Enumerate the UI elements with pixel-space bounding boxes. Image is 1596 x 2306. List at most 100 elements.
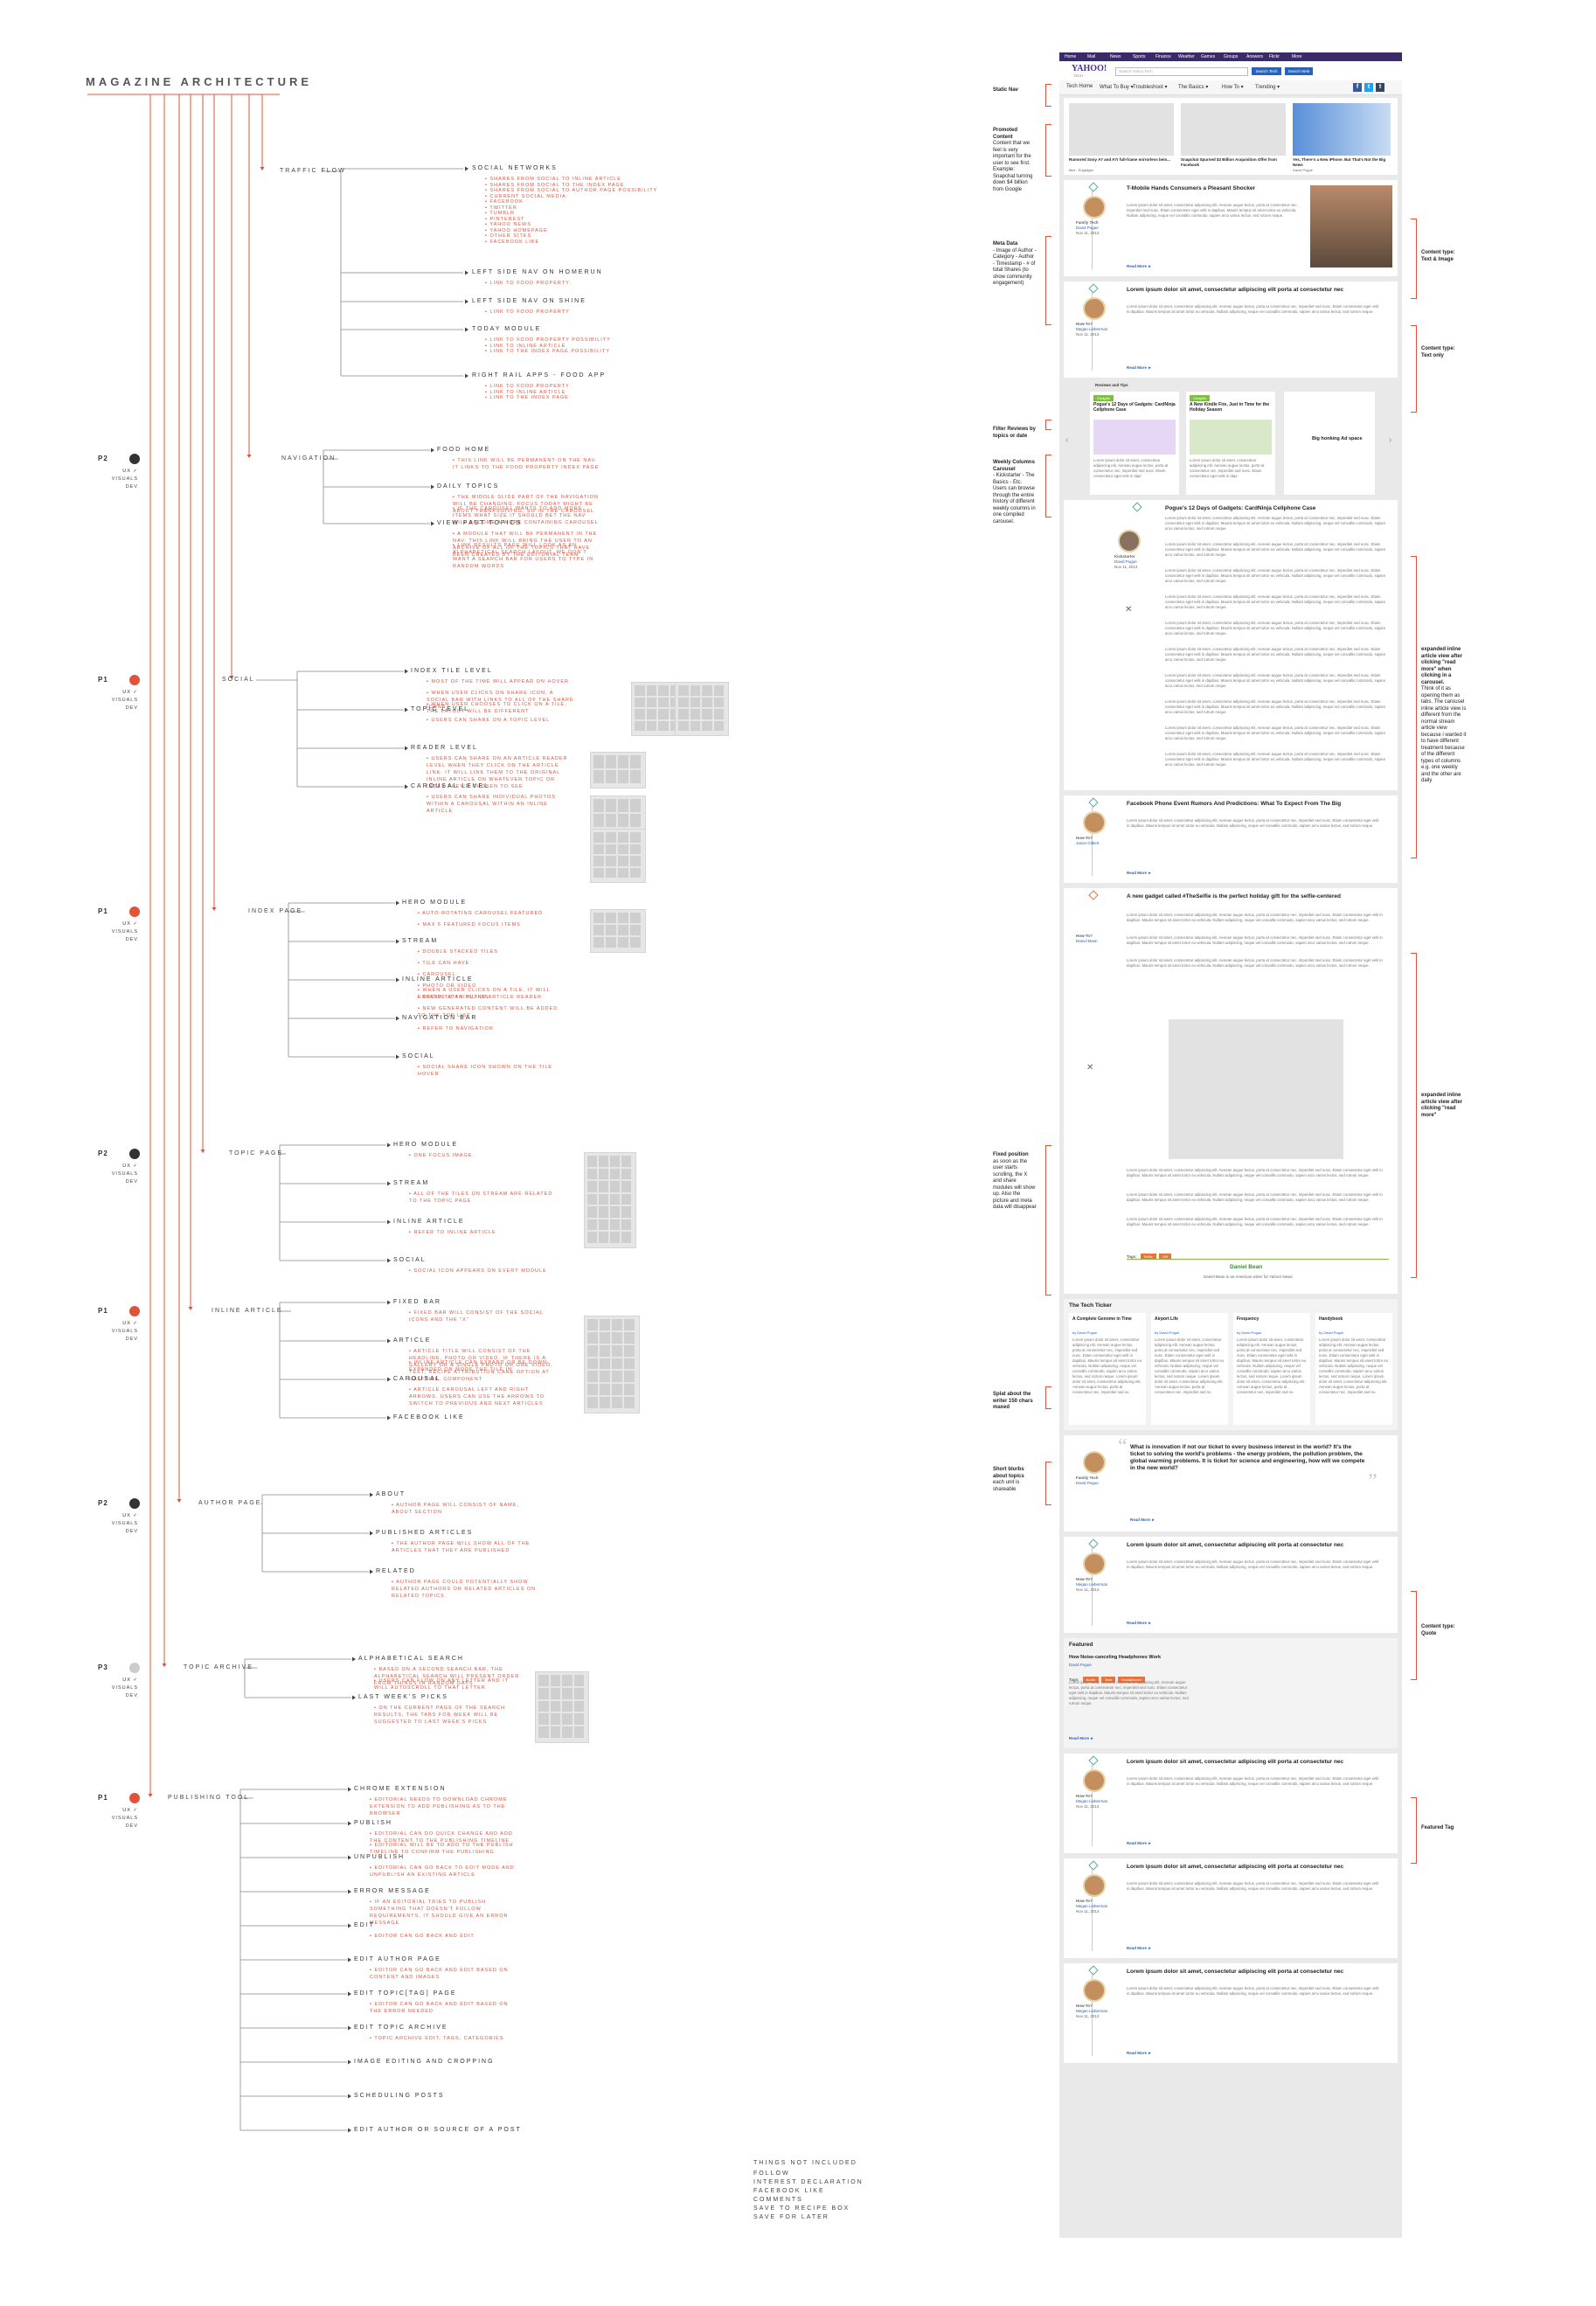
priority-label: P1 [98, 907, 108, 915]
reviews-label: Reviews and Tips [1095, 383, 1128, 387]
tag-chip[interactable]: Headphones [1118, 1677, 1146, 1683]
close-icon[interactable]: ✕ [1086, 1063, 1094, 1073]
nav-item[interactable]: The Basics ▾ [1178, 85, 1209, 90]
topbar-link[interactable]: News [1110, 54, 1121, 59]
section-arrow [188, 1307, 193, 1310]
node-label: LAST WEEK'S PICKS [358, 1694, 448, 1700]
wireframe-cell [587, 1156, 597, 1167]
annotation-title: Static Nav [993, 87, 1019, 93]
review-badge: Gadgets [1093, 395, 1114, 401]
topbar-link[interactable]: Home [1065, 54, 1077, 59]
read-more-link[interactable]: Read More ► [1127, 264, 1152, 268]
annotation-title: Promoted Content [993, 128, 1018, 140]
tag-chip[interactable]: Tech [1100, 1677, 1116, 1683]
read-more-link[interactable]: Read More ► [1130, 1518, 1155, 1522]
node-arrow [348, 1787, 351, 1792]
annotation-bracket [1045, 420, 1051, 430]
read-more-link[interactable]: Read More ► [1127, 1621, 1152, 1625]
author-avatar [1083, 811, 1106, 834]
search-web-button[interactable]: Search Web [1285, 67, 1313, 75]
wireframe-cell [600, 1331, 610, 1344]
wireframe-cell [600, 1358, 610, 1370]
promo-image [1181, 103, 1286, 156]
facebook-icon[interactable]: f [1353, 83, 1362, 92]
node-label: IMAGE EDITING AND CROPPING [354, 2059, 495, 2065]
not-included-title: THINGS NOT INCLUDED [753, 2160, 857, 2166]
tag-chip[interactable]: Selfie [1140, 1254, 1156, 1260]
wireframe-cell [612, 1371, 622, 1383]
wireframe-cell [573, 1700, 584, 1712]
wireframe-cell [630, 913, 641, 923]
timeline-diamond [1132, 502, 1142, 512]
carousel-next-icon[interactable]: › [1389, 435, 1392, 445]
annotation-text: Content that we feel is very important f… [993, 141, 1033, 192]
story-date: Nov 11, 2013 [1114, 565, 1138, 569]
wireframe-cell [606, 755, 616, 768]
search-input[interactable]: Search Yahoo Tech [1115, 67, 1248, 76]
read-more-link[interactable]: Read More ► [1127, 1841, 1152, 1845]
topbar-link[interactable]: Mail [1087, 54, 1096, 59]
topbar-link[interactable]: Finance [1155, 54, 1171, 59]
traffic-node-detail: ▪ YAHOO NEWS [485, 222, 531, 227]
close-quote-icon: ” [1368, 1470, 1377, 1493]
topbar-link[interactable]: Answers [1246, 54, 1264, 59]
yahoo-topbar: Home Mail News Sports Finance Weather Games Gro… [1059, 52, 1402, 61]
nav-item[interactable]: Trending ▾ [1255, 85, 1280, 90]
node-detail: ▪ AUTHOR PAGE WILL CONSIST OF NAME, ABOU… [392, 1503, 519, 1515]
ticker-item-by: by David Pogue [1072, 1330, 1098, 1335]
traffic-node-label: LEFT SIDE NAV ON HOMERUN [472, 269, 603, 275]
tag-chip[interactable]: Gift [1158, 1254, 1171, 1260]
hero-module-wireframe [590, 909, 646, 953]
nav-item[interactable]: What To Buy ▾ [1100, 85, 1134, 90]
wireframe-cell [587, 1193, 597, 1205]
author-avatar [1083, 196, 1106, 219]
timeline-diamond [1088, 1538, 1099, 1549]
expanded-body: Lorem ipsum dolor sit amet, consectetur … [1165, 568, 1386, 583]
nav-item[interactable]: Troubleshoot ▾ [1133, 85, 1168, 90]
tag-chip[interactable]: Audio [1082, 1677, 1099, 1683]
node-detail: ▪ DOUBLE STACKED TILES [418, 949, 498, 955]
topbar-link[interactable]: More [1292, 54, 1302, 59]
close-icon[interactable]: ✕ [1125, 605, 1133, 615]
section-arrow [148, 1794, 153, 1797]
node-detail: ▪ ARTICLE TITLE WILL CONSIST OF THE HEAD… [409, 1349, 553, 1382]
topbar-link[interactable]: Games [1201, 54, 1216, 59]
selfie-title: A new gadget called #TheSelfie is the pe… [1127, 893, 1342, 899]
carousel-prev-icon[interactable]: ‹ [1065, 435, 1069, 445]
wireframe-cell [621, 1193, 631, 1205]
uvd-item: UX ✓ [122, 469, 138, 474]
read-more-link[interactable]: Read More ► [1127, 1946, 1152, 1950]
read-more-link[interactable]: Read More ► [1127, 871, 1152, 875]
nav-item[interactable]: Tech Home [1066, 84, 1093, 89]
twitter-icon[interactable]: t [1364, 83, 1373, 92]
node-label: INLINE ARTICLE [402, 976, 474, 983]
annotation-title: Content type: Text & Image [1421, 250, 1455, 262]
read-more-link[interactable]: Read More ► [1127, 365, 1152, 370]
tumblr-icon[interactable]: t [1376, 83, 1384, 92]
topbar-link[interactable]: Sports [1133, 54, 1146, 59]
topbar-link[interactable]: Groups [1224, 54, 1239, 59]
timeline-line [1092, 1764, 1093, 1846]
node-arrow [370, 1531, 373, 1536]
search-tech-button[interactable]: Search Tech [1252, 67, 1281, 75]
topbar-link[interactable]: Weather [1178, 54, 1195, 59]
promo-meta: Bird · Engadget [1069, 168, 1093, 172]
nav-item[interactable]: How To ▾ [1222, 85, 1244, 90]
ticker-item-title: Handybook [1319, 1316, 1343, 1322]
topbar-link[interactable]: Flickr [1269, 54, 1280, 59]
ticker-item-body: Lorem ipsum dolor sit amet, consectetur … [1237, 1337, 1307, 1394]
node-label: SOCIAL [402, 1053, 435, 1059]
read-more-link[interactable]: Read More ► [1127, 2051, 1152, 2055]
read-more-link[interactable]: Read More ► [1069, 1736, 1094, 1740]
